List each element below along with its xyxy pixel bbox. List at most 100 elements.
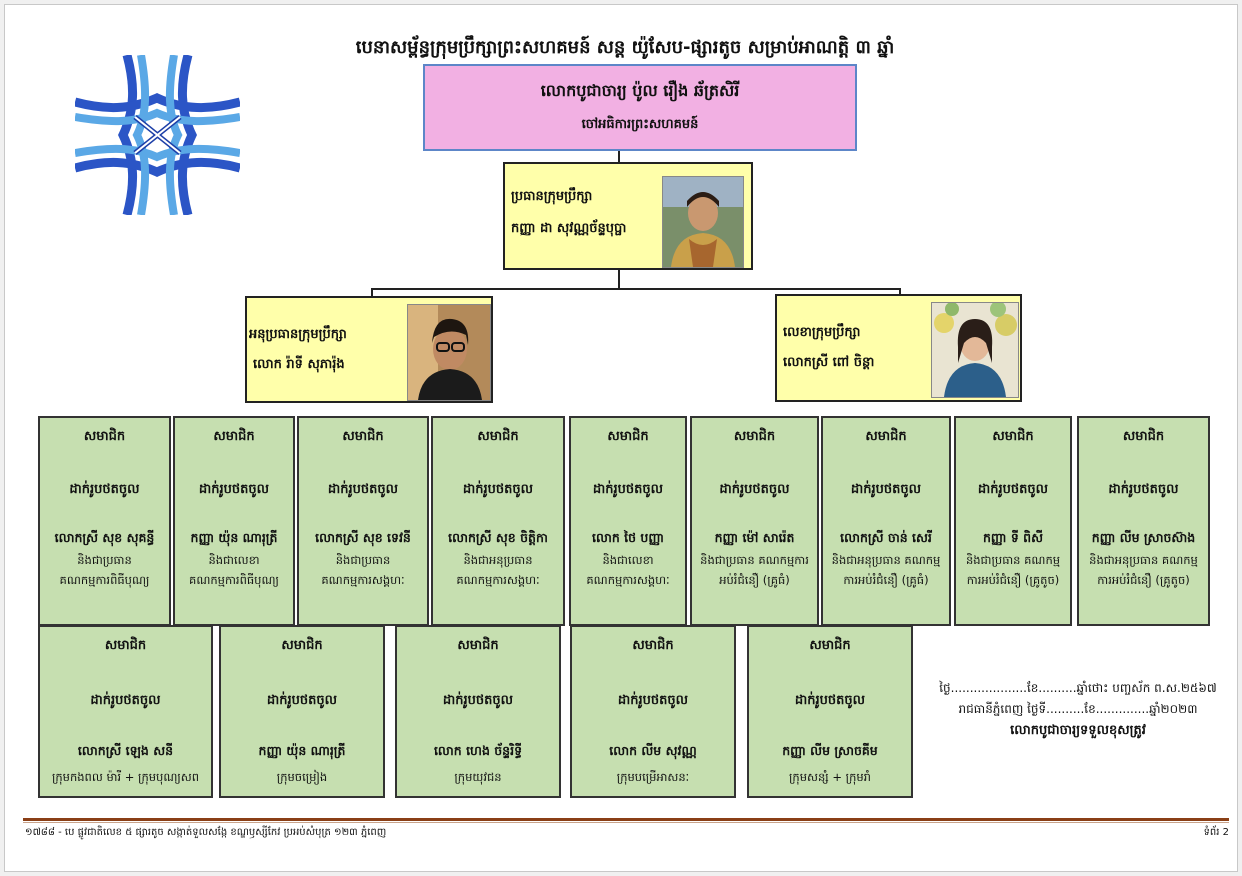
member-role: សមាជិក	[281, 638, 323, 653]
member-duty: ការអប់រំជំនឿ (គ្រូតូច)	[966, 573, 1060, 587]
connector-line	[371, 288, 373, 300]
member-card: សមាជិក ដាក់រូបថតចូល កញ្ញា លីម ស្រាចស៊ាង …	[1077, 416, 1210, 626]
member-role: សមាជិក	[477, 429, 519, 444]
member-role: សមាជិក	[733, 429, 776, 444]
signatory-title: លោកបូជាចារ្យទទួលខុសត្រូវ	[1010, 723, 1146, 738]
member-card: សមាជិក ដាក់រូបថតចូល លោក ថៃ បញ្ញា និងជាលេ…	[569, 416, 687, 626]
member-name: លោកស្រី សុខ សុគន្ធី	[54, 530, 155, 545]
member-duty: ក្រុមសន្សំ + ក្រុមរាំ	[789, 770, 871, 784]
document-title: បេនាសម្ព័ន្ធក្រុមប្រឹក្សាព្រះសហគមន៍ សន្ត…	[355, 37, 895, 58]
member-duty: និងជាប្រធាន គណកម្មការ	[700, 553, 809, 567]
member-duty: គណកម្មការពិធីបុណ្យ	[189, 573, 279, 587]
photo-placeholder-text: ដាក់រូបថតចូល	[1108, 482, 1179, 497]
photo-placeholder-text: ដាក់រូបថតចូល	[327, 482, 399, 497]
member-duty: និងជាប្រធាន	[335, 553, 391, 567]
secretary-name: លោកស្រី ពៅ ចិន្តា	[783, 355, 875, 370]
member-name: កញ្ញា ទី ពិសី	[982, 530, 1044, 545]
member-role: សមាជិក	[457, 638, 499, 653]
footer-divider	[23, 818, 1229, 821]
member-duty: និងជាប្រធាន គណកម្ម	[965, 553, 1061, 567]
photo-placeholder-text: ដាក់រូបថតចូល	[462, 482, 534, 497]
member-card: សមាជិក ដាក់រូបថតចូល កញ្ញា យ៉ុន ណារុត្រី …	[173, 416, 295, 626]
member-name: លោក លីម សុវណ្ណ	[609, 743, 697, 758]
member-name: កញ្ញា លីម ស្រាចស៊ាង	[1091, 530, 1196, 545]
member-role: សមាជិក	[213, 429, 255, 444]
parish-priest-role: ចៅអធិការព្រះសហគមន៍	[581, 117, 699, 132]
president-role: ប្រធានក្រុមប្រឹក្សា	[511, 189, 593, 204]
member-card: សមាជិក ដាក់រូបថតចូល លោកស្រី ចាន់ សេរី និ…	[821, 416, 951, 626]
connector-line	[371, 288, 901, 290]
member-name: កញ្ញា យ៉ុន ណារុត្រី	[258, 743, 346, 758]
member-duty: គណកម្មការសង្គហៈ	[586, 573, 670, 587]
photo-placeholder-text: ដាក់រូបថតចូល	[977, 482, 1049, 497]
member-duty: ក្រុមយុវជន	[454, 770, 502, 784]
member-duty: ក្រុមកងពល ម៉ារី + ក្រុមបុណ្យសព	[51, 770, 200, 784]
member-duty: ក្រុមចម្រៀង	[276, 770, 328, 784]
parish-priest-box: លោកបូជាចារ្យ ប៉ូល រឿង ឆ័ត្រសិរី ចៅអធិការ…	[423, 64, 857, 151]
member-name: កញ្ញា ម៉ៅ សារ៉េត	[714, 530, 795, 545]
council-president-box: ប្រធានក្រុមប្រឹក្សា កញ្ញា ដា សុវណ្ណច័ន្ទ…	[503, 162, 753, 270]
member-card: សមាជិក ដាក់រូបថតចូល លោកស្រី សុខ ចិត្តិកា…	[431, 416, 565, 626]
member-duty: និងជាប្រធាន	[77, 553, 132, 567]
member-role: សមាជិក	[342, 429, 384, 444]
member-card: សមាជិក ដាក់រូបថតចូល លោក លីម សុវណ្ណ ក្រុម…	[570, 625, 736, 798]
photo-placeholder-text: ដាក់រូបថតចូល	[198, 482, 270, 497]
footer-divider	[23, 822, 1229, 823]
member-role: សមាជិក	[104, 638, 147, 653]
member-duty: គណកម្មការសង្គហៈ	[321, 573, 405, 587]
page-number: ទំព័រ 2	[1203, 827, 1229, 838]
photo-placeholder-text: ដាក់រូបថតចូល	[266, 693, 338, 708]
member-role: សមាជិក	[809, 638, 851, 653]
member-duty: គណកម្មការពិធីបុណ្យ	[59, 573, 150, 587]
signature-block: ថ្ងៃ....................ខែ..........ឆ្នា…	[923, 678, 1233, 741]
connector-line	[618, 146, 620, 167]
member-role: សមាជិក	[632, 638, 674, 653]
member-name: លោក ថៃ បញ្ញា	[592, 530, 664, 545]
member-name: លោកស្រី សុខ ចិត្តិកា	[448, 530, 548, 545]
portrait-photo-icon	[662, 176, 744, 268]
date-line: ថ្ងៃ....................ខែ..........ឆ្នា…	[939, 681, 1217, 695]
vice-president-name: លោក រ៉ាទី សុភារ៉ុង	[253, 357, 345, 372]
member-role: សមាជិក	[865, 429, 907, 444]
member-role: សមាជិក	[1122, 429, 1165, 444]
member-role: សមាជិក	[992, 429, 1034, 444]
member-duty: និងជាអនុប្រធាន	[463, 553, 533, 567]
photo-placeholder-text: ដាក់រូបថតចូល	[592, 482, 664, 497]
member-card: សមាជិក ដាក់រូបថតចូល លោកស្រី សុខ ទេវនី និ…	[297, 416, 429, 626]
member-duty: អប់រំជំនឿ (គ្រូធំ)	[719, 573, 790, 587]
member-card: សមាជិក ដាក់រូបថតចូល លោក ហេង ច័ន្ទរិទ្ធី …	[395, 625, 561, 798]
connector-line	[618, 269, 620, 289]
place-date-line: រាជធានីភ្នំពេញ ថ្ងៃទី..........ខែ.......…	[958, 702, 1198, 716]
member-card: សមាជិក ដាក់រូបថតចូល កញ្ញា លីម ស្រាចគីម ក…	[747, 625, 913, 798]
celtic-cross-knot-logo-icon	[73, 53, 242, 217]
member-card: សមាជិក ដាក់រូបថតចូល កញ្ញា ម៉ៅ សារ៉េត និង…	[690, 416, 819, 626]
photo-placeholder-text: ដាក់រូបថតចូល	[850, 482, 922, 497]
secretary-box: លេខាក្រុមប្រឹក្សា លោកស្រី ពៅ ចិន្តា	[775, 294, 1022, 402]
member-role: សមាជិក	[607, 429, 649, 444]
vice-president-box: អនុប្រធានក្រុមប្រឹក្សា លោក រ៉ាទី សុភារ៉ុ…	[245, 296, 493, 403]
member-role: សមាជិក	[83, 429, 126, 444]
member-duty: គណកម្មការសង្គហៈ	[456, 573, 540, 587]
secretary-role: លេខាក្រុមប្រឹក្សា	[783, 325, 861, 340]
photo-placeholder-text: ដាក់រូបថតចូល	[90, 693, 161, 708]
member-name: លោកស្រី សុខ ទេវនី	[315, 530, 411, 545]
member-duty: និងជាអនុប្រធាន គណកម្ម	[1089, 553, 1198, 567]
president-name: កញ្ញា ដា សុវណ្ណច័ន្ទបុប្ផា	[511, 221, 627, 236]
footer-address: ១៧៨៨ - បេ ផ្លូវជាតិលេខ ៥ ផ្សារតូច សង្កាត…	[25, 827, 387, 838]
photo-placeholder-text: ដាក់រូបថតចូល	[442, 693, 514, 708]
member-duty: ក្រុមបម្រើអាសនៈ	[616, 770, 690, 784]
photo-placeholder-text: ដាក់រូបថតចូល	[719, 482, 790, 497]
member-card: សមាជិក ដាក់រូបថតចូល លោកស្រី សុខ សុគន្ធី …	[38, 416, 171, 626]
member-card: សមាជិក ដាក់រូបថតចូល លោកស្រី ឡេង សនី ក្រុ…	[38, 625, 213, 798]
member-duty: ការអប់រំជំនឿ (គ្រូតូច)	[1097, 573, 1190, 587]
member-duty: ការអប់រំជំនឿ (គ្រូធំ)	[843, 573, 929, 587]
member-duty: និងជាអនុប្រធាន គណកម្ម	[831, 553, 941, 567]
member-duty: និងជាលេខា	[208, 553, 260, 567]
member-name: លោកស្រី ចាន់ សេរី	[840, 530, 932, 545]
portrait-photo-icon	[931, 302, 1019, 398]
document-page: បេនាសម្ព័ន្ធក្រុមប្រឹក្សាព្រះសហគមន៍ សន្ត…	[4, 4, 1238, 872]
portrait-photo-icon	[407, 304, 491, 401]
member-card: សមាជិក ដាក់រូបថតចូល កញ្ញា យ៉ុន ណារុត្រី …	[219, 625, 385, 798]
photo-placeholder-text: ដាក់រូបថតចូល	[617, 693, 689, 708]
photo-placeholder-text: ដាក់រូបថតចូល	[794, 693, 866, 708]
